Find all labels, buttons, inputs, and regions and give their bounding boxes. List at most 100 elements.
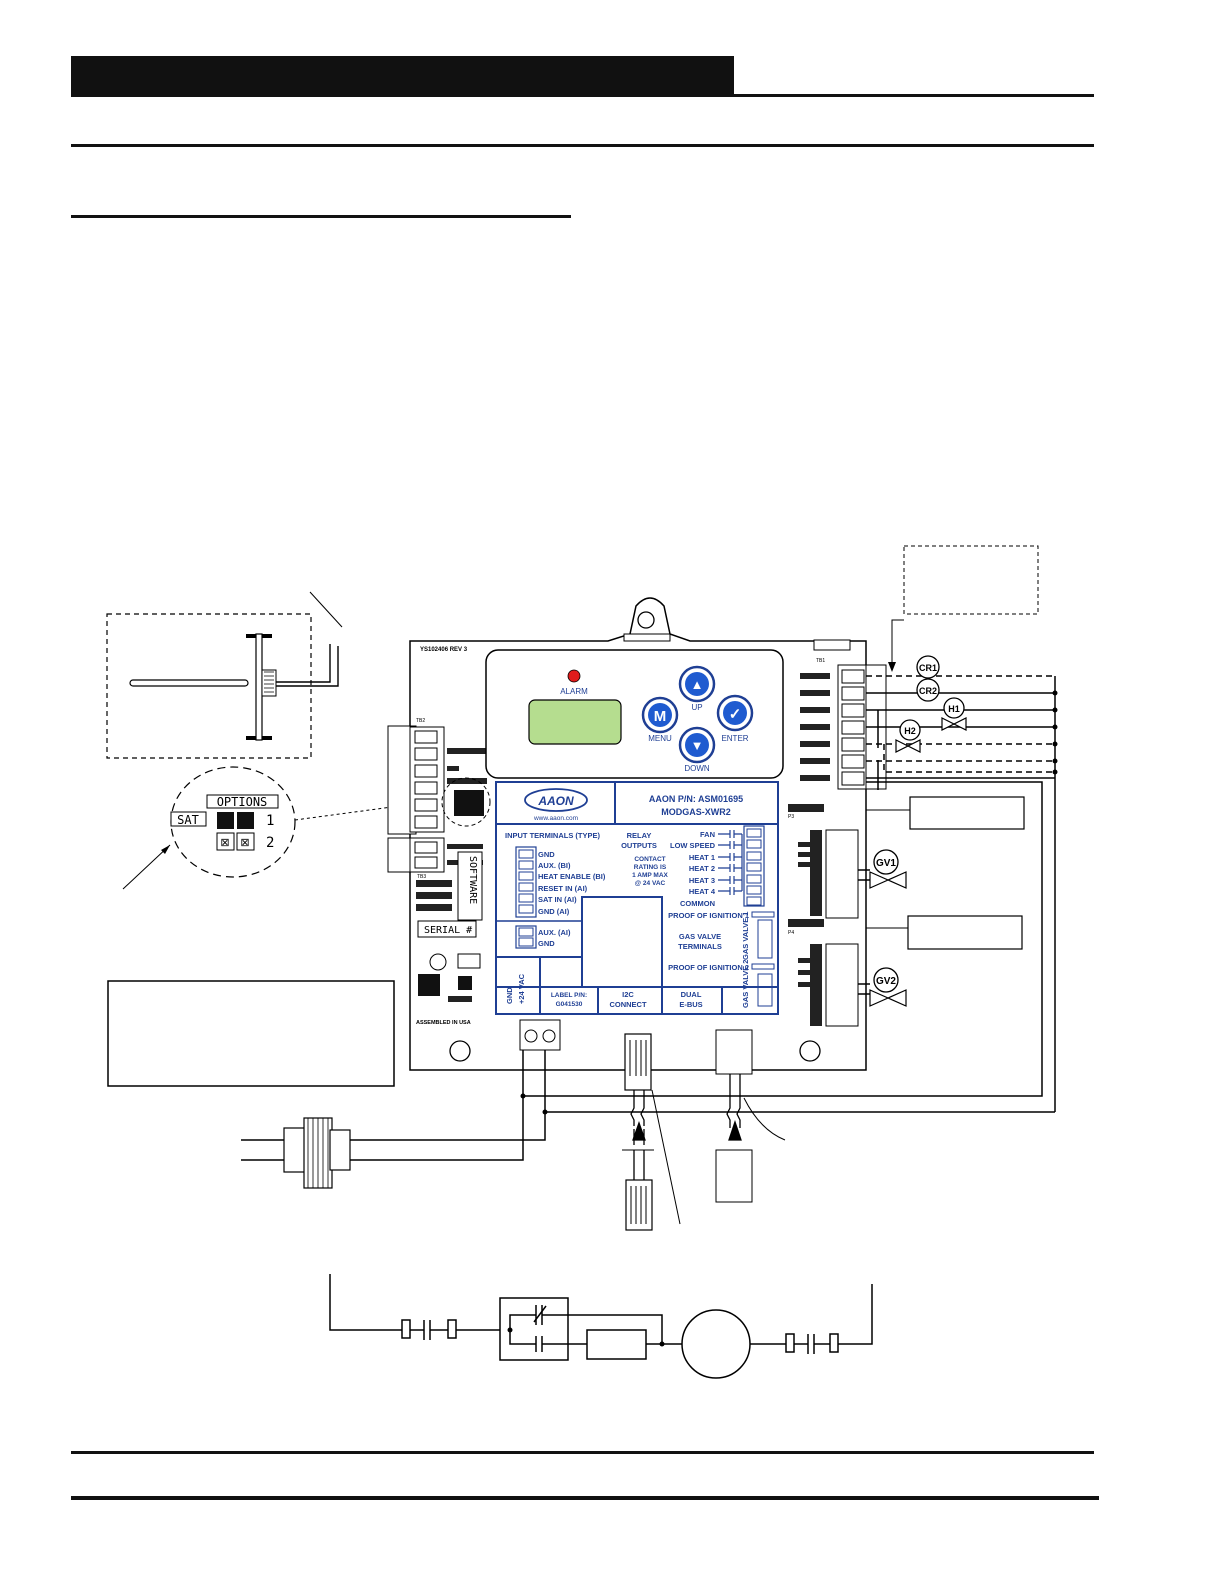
header-rule — [71, 144, 1094, 147]
menu-button[interactable]: M — [641, 696, 679, 734]
alarm-led — [567, 669, 581, 683]
relay-output-heat2: HEAT 2 — [689, 864, 715, 873]
input-terminal: HEAT ENABLE (BI) — [538, 872, 606, 881]
tb2-label: TB2 — [416, 718, 425, 724]
ebus-plug — [715, 1149, 753, 1203]
i2c-label-1: I2C — [622, 990, 634, 999]
notes-box — [107, 980, 395, 1087]
cr1-label: CR1 — [919, 663, 937, 673]
gv1-label: GV1 — [876, 858, 896, 869]
model-number: MODGAS-XWR2 — [661, 807, 731, 817]
options-jumper-block — [454, 790, 484, 816]
enter-button-label: ENTER — [721, 734, 748, 743]
gas-valve-2-connector — [825, 943, 859, 1027]
footer-rule-bottom — [71, 1496, 1099, 1500]
p4-label: P4 — [788, 930, 794, 936]
power-cable-bushing — [283, 1117, 351, 1189]
p3-header — [788, 804, 824, 812]
leader-line — [122, 844, 171, 890]
tb1-label: TB1 — [816, 658, 825, 664]
gas-valve-terminals-2: TERMINALS — [678, 942, 722, 951]
menu-button-label: MENU — [648, 734, 672, 743]
jumper-1b — [237, 812, 254, 829]
gas-valve-1-label: GAS VALVE 1 — [741, 912, 750, 960]
proof-of-ignition-2: PROOF OF IGNITION 2 — [668, 963, 749, 972]
relay-note-leader — [891, 619, 904, 668]
controller-board: YS102406 REV 3 ASSEMBLED IN USA TB2 TB3 — [387, 597, 887, 1091]
i2c-plug — [625, 1179, 653, 1231]
relay-rating: RATING IS — [634, 864, 667, 871]
part-number: AAON P/N: ASM01695 — [649, 794, 743, 804]
gas-valve-terminals-1: GAS VALVE — [679, 932, 721, 941]
aux-input-terminal: AUX. (AI) — [538, 928, 571, 937]
gas-valve-1-terminal — [757, 919, 773, 959]
ladder-schematic — [329, 1274, 873, 1379]
gv1-gas-valve: GV1 — [869, 849, 907, 889]
h2-label: H2 — [904, 726, 916, 736]
i2c-label-2: CONNECT — [609, 1000, 647, 1009]
input-terminal: AUX. (BI) — [538, 861, 571, 870]
jumper-2a — [216, 832, 235, 851]
leader-line — [309, 591, 343, 628]
svg-text:⊠: ⊠ — [220, 837, 229, 849]
sensor-detail-box — [106, 613, 312, 759]
label-pn-1: LABEL P/N: — [551, 992, 587, 999]
cr2-relay-coil: CR2 — [916, 678, 940, 702]
svg-text:⊠: ⊠ — [240, 837, 249, 849]
proof-ignition-1-note — [909, 796, 1025, 830]
magnifier-leader — [294, 799, 445, 821]
up-button[interactable]: ▲ — [678, 665, 716, 703]
options-label: OPTIONS — [217, 795, 268, 809]
aux-input-terminal: GND — [538, 939, 555, 948]
header-underline — [71, 94, 1094, 97]
ebus-connector — [715, 1029, 753, 1075]
relay-output-heat1: HEAT 1 — [689, 853, 715, 862]
h1-label: H1 — [948, 704, 960, 714]
ebus-cable — [726, 1074, 786, 1141]
up-arrow-icon: ▲ — [691, 677, 704, 692]
options-label-box — [206, 794, 279, 809]
p4-header — [788, 919, 824, 927]
duct-sensor-icon — [129, 633, 339, 741]
menu-button-glyph: M — [654, 708, 667, 725]
down-button-label: DOWN — [684, 764, 710, 773]
website: www.aaon.com — [533, 815, 578, 822]
relay-rating: @ 24 VAC — [635, 880, 666, 887]
input-terminal: SAT IN (AI) — [538, 895, 577, 904]
relay-output-fan: FAN — [700, 830, 715, 839]
board-revision: YS102406 REV 3 — [420, 647, 468, 653]
tb2-terminal-block — [409, 726, 445, 833]
option-2-label: 2 — [266, 835, 274, 851]
relay-output-common: COMMON — [680, 899, 715, 908]
up-button-label: UP — [691, 703, 702, 712]
sat-label-box — [170, 811, 207, 827]
sat-label: SAT — [177, 813, 199, 827]
relay-output-low-speed: LOW SPEED — [670, 841, 716, 850]
input-terminal: GND (AI) — [538, 907, 570, 916]
relay-outputs-title-1: RELAY — [627, 831, 652, 840]
footer-rule-top — [71, 1451, 1094, 1454]
aux-input-terminal-block — [515, 925, 537, 949]
down-arrow-icon: ▼ — [691, 738, 704, 753]
serial-label-area — [417, 920, 477, 938]
serial-label: SERIAL # — [424, 925, 472, 936]
software-label: SOFTWARE — [467, 856, 478, 904]
lcd-screen — [528, 699, 622, 745]
enter-button[interactable]: ✓ — [716, 694, 754, 732]
proof-of-ignition-1: PROOF OF IGNITION 1 — [668, 911, 749, 920]
input-terminal: GND — [538, 850, 555, 859]
h1-valve: H1 — [941, 697, 967, 731]
power-gnd-label: GND — [505, 987, 514, 1004]
relay-wiring — [241, 675, 1056, 1161]
gas-valve-2-terminal — [757, 973, 773, 1007]
software-label-area — [457, 851, 483, 921]
section-title-rule — [71, 215, 571, 218]
input-terminals-title: INPUT TERMINALS (TYPE) — [505, 831, 601, 840]
down-button[interactable]: ▼ — [678, 726, 716, 764]
label-area — [581, 896, 663, 988]
gv2-label: GV2 — [876, 976, 896, 987]
tb3-terminal-block — [409, 837, 445, 873]
relay-contact-symbols — [718, 830, 743, 895]
